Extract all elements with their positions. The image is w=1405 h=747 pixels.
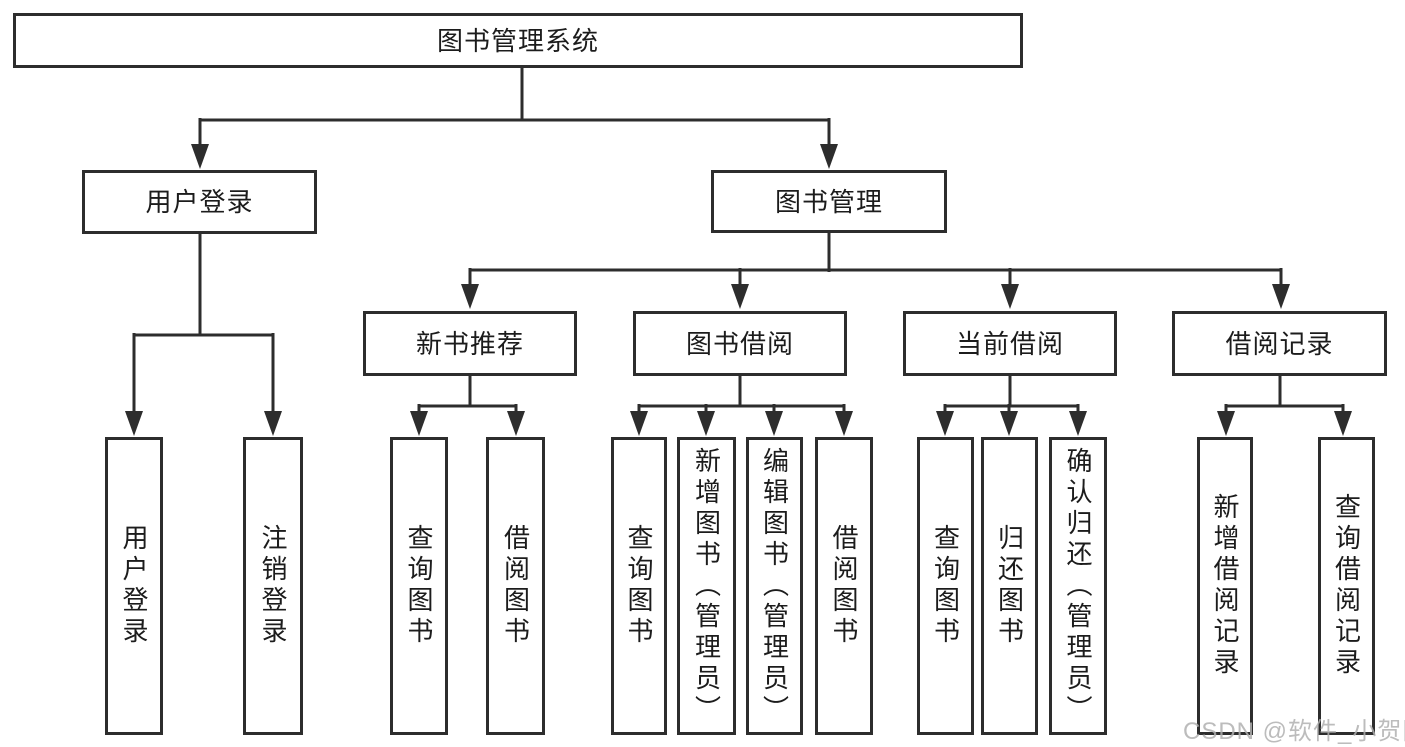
node-book-management-label: 图书管理 [774, 186, 883, 217]
leaf-add-books-admin-label: 新增图书（管理员） [691, 446, 722, 726]
leaf-borrowing-borrow-books-label: 借阅图书 [829, 524, 859, 648]
arrow-down-icon [765, 411, 783, 436]
connector-currentborrow-to-leaves [936, 374, 1087, 436]
arrow-down-icon [1272, 284, 1290, 309]
arrow-down-icon [461, 284, 479, 309]
leaf-borrowing-query-books-label: 查询图书 [624, 524, 654, 648]
leaf-return-books: 归还图书 [981, 437, 1038, 735]
node-new-book-recommend-label: 新书推荐 [415, 328, 524, 359]
leaf-borrowing-borrow-books: 借阅图书 [815, 437, 873, 735]
connector-newbooks-to-leaves [410, 374, 525, 436]
leaf-confirm-return-admin: 确认归还（管理员） [1049, 437, 1107, 735]
leaf-edit-books-admin: 编辑图书（管理员） [746, 437, 803, 735]
watermark: CSDN @软件_小贺同学 [1183, 718, 1405, 745]
arrow-down-icon [820, 144, 838, 169]
connector-bookmgmt-to-level3 [461, 231, 1290, 309]
node-current-borrowing-label: 当前借阅 [955, 328, 1064, 359]
leaf-borrowing-query-books: 查询图书 [611, 437, 667, 735]
arrow-down-icon [1001, 284, 1019, 309]
arrow-down-icon [191, 144, 209, 169]
leaf-confirm-return-admin-label: 确认归还（管理员） [1063, 446, 1093, 726]
leaf-current-query-books-label: 查询图书 [930, 524, 961, 648]
node-borrow-records: 借阅记录 [1172, 311, 1387, 376]
node-book-borrowing-label: 图书借阅 [685, 328, 794, 359]
node-borrow-records-label: 借阅记录 [1225, 328, 1334, 359]
arrow-down-icon [1217, 411, 1235, 436]
leaf-current-query-books: 查询图书 [917, 437, 974, 735]
connector-bookborrow-to-leaves [630, 374, 853, 436]
arrow-down-icon [835, 411, 853, 436]
arrow-down-icon [630, 411, 648, 436]
leaf-query-borrow-record-label: 查询借阅记录 [1331, 493, 1362, 679]
leaf-newbooks-query-books-label: 查询图书 [404, 524, 434, 648]
leaf-newbooks-query-books: 查询图书 [390, 437, 448, 735]
connector-root-to-level2 [191, 66, 838, 169]
node-user-login: 用户登录 [82, 170, 317, 234]
node-root: 图书管理系统 [13, 13, 1023, 68]
arrow-down-icon [125, 411, 143, 436]
leaf-logout: 注销登录 [243, 437, 303, 735]
arrow-down-icon [1334, 411, 1352, 436]
arrow-down-icon [410, 411, 428, 436]
arrow-down-icon [507, 411, 525, 436]
leaf-add-borrow-record: 新增借阅记录 [1197, 437, 1253, 735]
node-book-borrowing: 图书借阅 [633, 311, 847, 376]
arrow-down-icon [697, 411, 715, 436]
arrow-down-icon [1069, 411, 1087, 436]
leaf-query-borrow-record: 查询借阅记录 [1318, 437, 1375, 735]
node-user-login-label: 用户登录 [145, 187, 254, 217]
leaf-user-login-label: 用户登录 [119, 524, 149, 648]
leaf-return-books-label: 归还图书 [994, 524, 1025, 648]
leaf-newbooks-borrow-books: 借阅图书 [486, 437, 545, 735]
node-book-management: 图书管理 [711, 170, 947, 233]
leaf-edit-books-admin-label: 编辑图书（管理员） [759, 446, 790, 726]
arrow-down-icon [264, 411, 282, 436]
leaf-add-books-admin: 新增图书（管理员） [677, 437, 736, 735]
leaf-user-login: 用户登录 [105, 437, 163, 735]
node-current-borrowing: 当前借阅 [903, 311, 1117, 376]
leaf-add-borrow-record-label: 新增借阅记录 [1210, 493, 1240, 679]
arrow-down-icon [1000, 411, 1018, 436]
arrow-down-icon [936, 411, 954, 436]
connector-borrowrecords-to-leaves [1217, 374, 1352, 436]
leaf-newbooks-borrow-books-label: 借阅图书 [500, 524, 531, 648]
leaf-logout-label: 注销登录 [258, 524, 288, 648]
node-root-label: 图书管理系统 [436, 25, 599, 56]
arrow-down-icon [731, 284, 749, 309]
connector-userlogin-to-leaves [125, 232, 282, 436]
node-new-book-recommend: 新书推荐 [363, 311, 577, 376]
